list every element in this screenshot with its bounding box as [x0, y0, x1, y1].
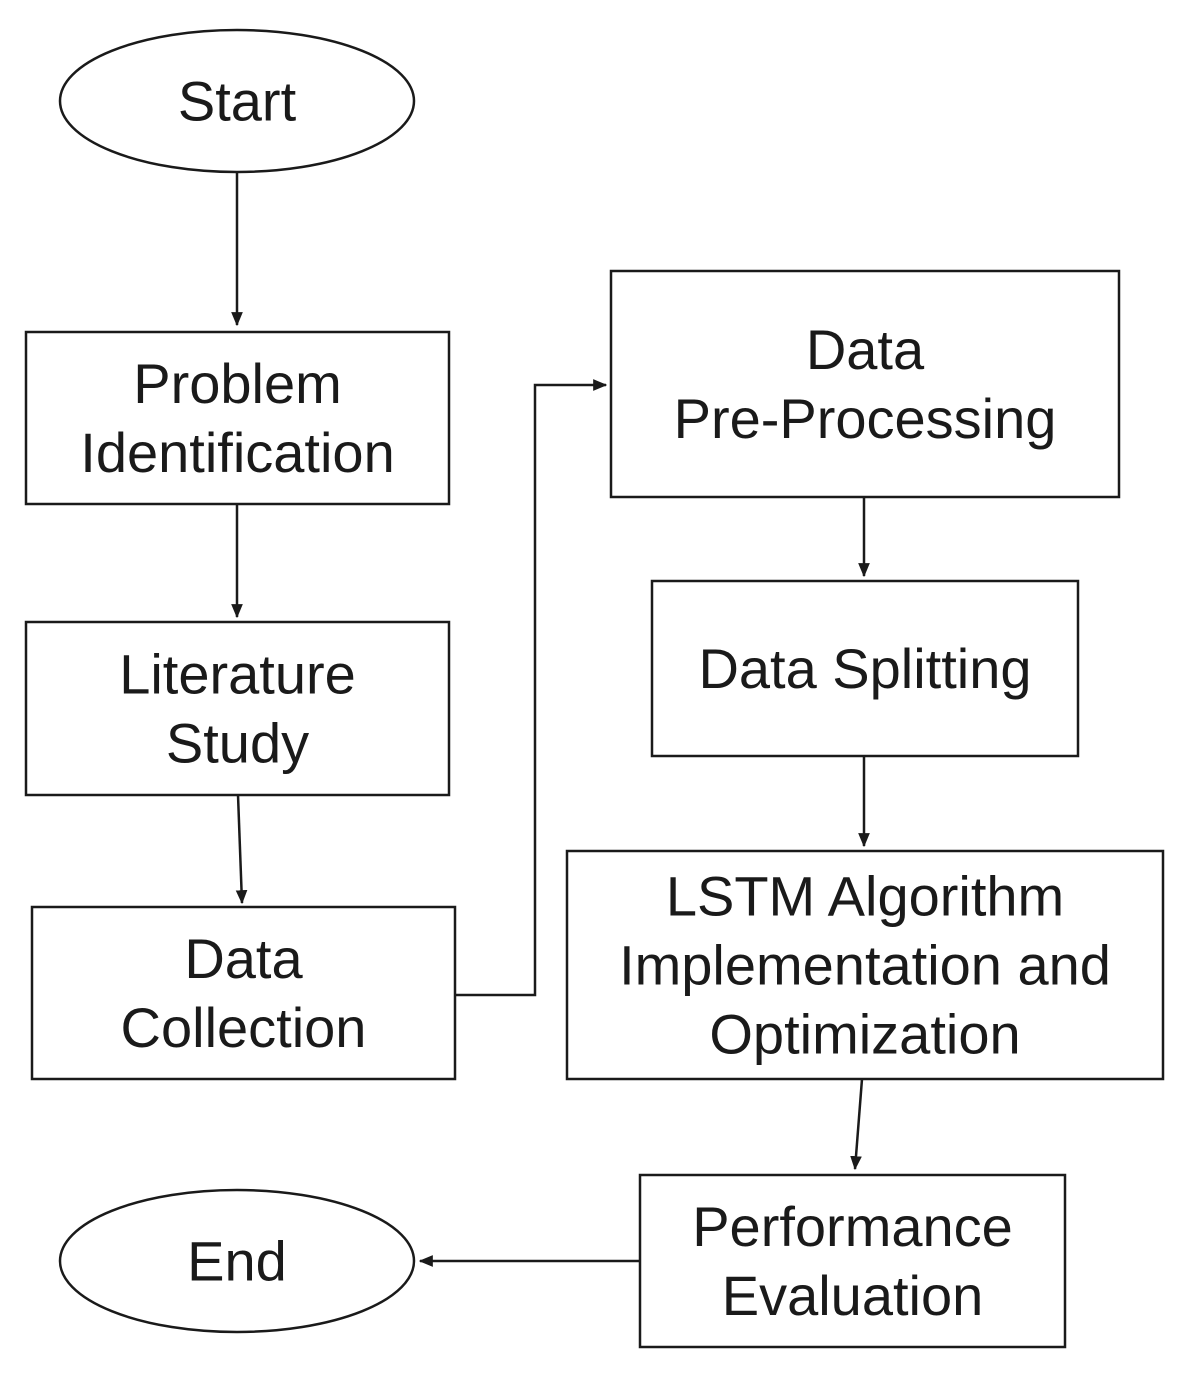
process-lstm-box [565, 849, 1165, 1081]
node-start: Start [58, 28, 416, 174]
node-collection-label-line: Collection [121, 996, 367, 1059]
node-splitting: Data Splitting [650, 579, 1080, 758]
node-start-label-line: Start [178, 70, 297, 133]
node-lstm-label-line: LSTM Algorithm [666, 865, 1064, 928]
arrow-collection-to-preprocessing [455, 379, 608, 997]
node-splitting-label-line: Data Splitting [698, 637, 1031, 700]
arrow-lstm-to-evaluation [850, 1078, 864, 1171]
process-collection-box [30, 905, 457, 1081]
nodes-layer: StartProblemIdentificationLiteratureStud… [24, 28, 1165, 1349]
node-problem-label-line: Identification [80, 421, 394, 484]
node-collection-label-line: Data [184, 927, 303, 990]
arrow-literature-to-collection [235, 794, 248, 905]
node-evaluation-label-line: Performance [692, 1195, 1013, 1258]
node-lstm-label-line: Implementation and [619, 934, 1111, 997]
node-problem-label-line: Problem [133, 352, 342, 415]
process-literature-box [24, 620, 451, 797]
node-literature-label-line: Literature [119, 643, 356, 706]
process-evaluation-box [638, 1173, 1067, 1349]
process-splitting-box [650, 579, 1080, 758]
terminal-start-shape [58, 28, 416, 174]
edges-layer [231, 172, 870, 1267]
node-preprocessing-label-line: Data [806, 318, 925, 381]
node-preprocessing-label-line: Pre-Processing [674, 387, 1057, 450]
node-lstm-label-line: Optimization [709, 1003, 1020, 1066]
process-preprocessing-box [609, 269, 1121, 499]
terminal-end-shape [58, 1188, 416, 1334]
node-end-label-line: End [187, 1230, 287, 1293]
node-literature-label-line: Study [166, 712, 309, 775]
process-problem-box [24, 330, 451, 506]
node-evaluation-label-line: Evaluation [722, 1264, 984, 1327]
node-end: End [58, 1188, 416, 1334]
